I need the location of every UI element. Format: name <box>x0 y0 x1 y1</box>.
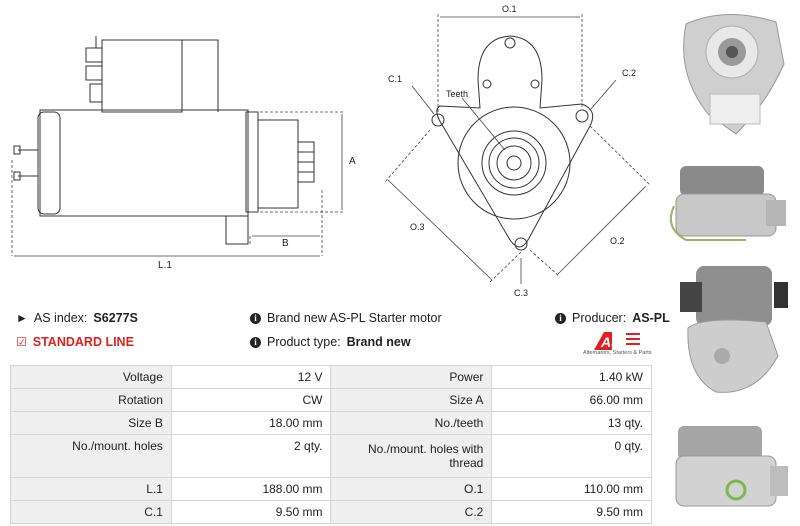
product-photos <box>660 0 800 526</box>
product-info: ► AS index: S6277S ☑ STANDARD LINE i Bra… <box>0 305 670 365</box>
product-type-value: Brand new <box>346 335 411 349</box>
spec-value: 13 qty. <box>491 411 652 435</box>
spec-table: Voltage 12 V Power 1.40 kW Rotation CW S… <box>10 365 652 524</box>
standard-line: ☑ STANDARD LINE <box>16 335 134 349</box>
spec-label: L.1 <box>10 477 172 501</box>
spec-value: 18.00 mm <box>170 411 332 435</box>
product-photo-2 <box>670 166 786 241</box>
spec-label: Size B <box>10 411 172 435</box>
info-icon: i <box>250 312 261 324</box>
product-type: i Product type: Brand new <box>250 335 411 349</box>
spec-label: Size A <box>330 388 493 412</box>
dim-l1-label: L.1 <box>158 260 172 271</box>
checkbox-icon: ☑ <box>16 335 27 349</box>
dim-o2-label: O.2 <box>610 236 625 246</box>
product-photo-3 <box>680 266 788 393</box>
description-text: Brand new AS-PL Starter motor <box>267 311 442 325</box>
as-pl-logo: AS <box>594 332 640 350</box>
standard-line-label: STANDARD LINE <box>32 335 134 349</box>
dim-c2-label: C.2 <box>622 68 636 78</box>
product-type-label: Product type: <box>267 335 341 349</box>
spec-label: No./mount. holes with thread <box>330 434 493 478</box>
spec-label: Rotation <box>10 388 172 412</box>
dim-c3-label: C.3 <box>514 288 528 298</box>
table-row: Rotation CW Size A 66.00 mm <box>10 388 652 412</box>
spec-value: 9.50 mm <box>170 500 332 524</box>
dim-o1-label: O.1 <box>502 4 517 14</box>
spec-value: 1.40 kW <box>491 365 652 389</box>
dim-b-label: B <box>282 238 289 249</box>
side-view-drawing: A B L.1 <box>11 36 356 271</box>
as-index-value: S6277S <box>93 311 138 325</box>
dim-c1-label: C.1 <box>388 74 402 84</box>
dim-a-label: A <box>349 156 356 167</box>
spec-label: C.2 <box>330 500 493 524</box>
table-row: L.1 188.00 mm O.1 110.00 mm <box>10 477 652 501</box>
info-icon: i <box>555 312 566 324</box>
spec-value: 110.00 mm <box>491 477 652 501</box>
spec-value: 2 qty. <box>170 434 332 478</box>
as-index: ► AS index: S6277S <box>16 311 138 325</box>
product-photo-4 <box>675 426 788 507</box>
spec-label: No./mount. holes <box>10 434 172 478</box>
producer-value: AS-PL <box>632 311 670 325</box>
table-row: C.1 9.50 mm C.2 9.50 mm <box>10 500 652 524</box>
as-index-label: AS index: <box>33 311 88 325</box>
spec-value: 66.00 mm <box>491 388 652 412</box>
technical-drawing: A B L.1 <box>0 0 660 305</box>
spec-label: Power <box>330 365 493 389</box>
tag-icon: ► <box>16 311 28 325</box>
dim-o3-label: O.3 <box>410 222 425 232</box>
spec-value: 12 V <box>170 365 332 389</box>
spec-value: 9.50 mm <box>491 500 652 524</box>
spec-value: 0 qty. <box>491 434 652 478</box>
spec-label: C.1 <box>10 500 172 524</box>
logo-text: AS <box>600 334 621 350</box>
spec-value: CW <box>170 388 332 412</box>
info-icon: i <box>250 336 261 348</box>
spec-value: 188.00 mm <box>170 477 332 501</box>
teeth-label: Teeth <box>446 89 468 99</box>
producer-label: Producer: <box>572 311 627 325</box>
spec-label: O.1 <box>330 477 493 501</box>
producer: i Producer: AS-PL <box>555 311 670 325</box>
front-view-drawing: O.1 C.1 C.2 Teeth O.3 O.2 C.3 <box>384 4 651 298</box>
table-row: No./mount. holes 2 qty. No./mount. holes… <box>10 434 652 478</box>
logo-subtext: Alternators, Starters & Parts <box>583 350 652 356</box>
spec-label: Voltage <box>10 365 172 389</box>
spec-label: No./teeth <box>330 411 493 435</box>
table-row: Voltage 12 V Power 1.40 kW <box>10 365 652 389</box>
product-photo-1 <box>683 14 785 135</box>
description: i Brand new AS-PL Starter motor <box>250 311 442 325</box>
table-row: Size B 18.00 mm No./teeth 13 qty. <box>10 411 652 435</box>
